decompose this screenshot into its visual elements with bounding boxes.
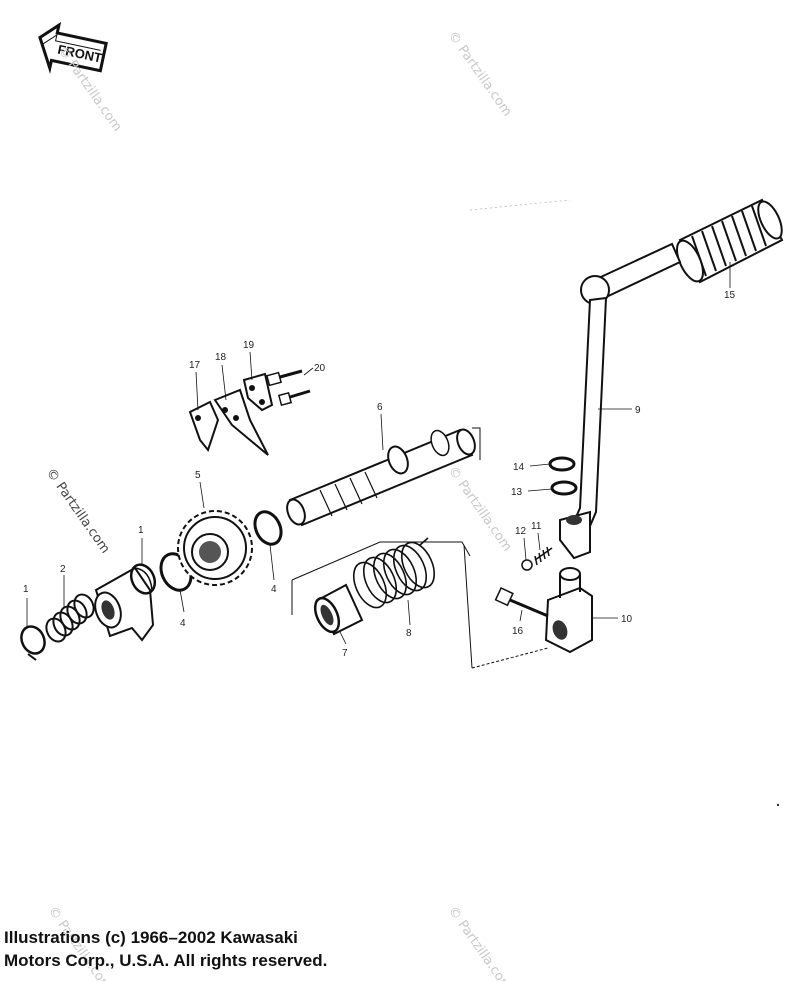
- washer-part: [550, 480, 578, 496]
- circlip-part: [129, 563, 157, 595]
- ratchet-part: [94, 566, 155, 642]
- callout-spring: 2: [60, 564, 66, 575]
- callout-kick-arm: 9: [635, 405, 641, 416]
- callout-kick-shaft: 6: [377, 402, 383, 413]
- kick-sleeve-part: [313, 583, 364, 636]
- kick-spring-part: [352, 537, 436, 609]
- kick-shaft-part: [286, 428, 476, 527]
- kick-arm-part: [559, 296, 608, 560]
- copyright-line-2: Motors Corp., U.S.A. All rights reserved…: [4, 951, 328, 970]
- bolt-part: [494, 587, 549, 618]
- watermark: © Partzilla.com: [43, 466, 113, 557]
- watermark: © Partzilla.com: [445, 29, 515, 120]
- front-arrow-badge: FRONT: [38, 21, 108, 75]
- callout-bolt: 20: [314, 363, 326, 374]
- callout-plate: 17: [189, 360, 201, 371]
- copyright-notice: Illustrations (c) 1966–2002 Kawasaki Mot…: [4, 926, 524, 972]
- detent-spring-part: [534, 546, 553, 566]
- clip-part: [548, 456, 576, 472]
- guide-plates-part: [188, 372, 274, 456]
- callout-bolt: 16: [512, 626, 524, 637]
- washer-part: [253, 510, 283, 546]
- callout-kick-spring: 8: [406, 628, 412, 639]
- bolts-part: [265, 369, 311, 407]
- callout-plate: 19: [243, 340, 255, 351]
- callout-kick-gear: 5: [195, 470, 201, 481]
- callout-kick-boss: 10: [621, 614, 633, 625]
- callout-spring: 11: [531, 521, 542, 532]
- callout-kick-sleeve: 7: [342, 648, 348, 659]
- spring-part: [45, 593, 95, 643]
- callout-washer: 4: [271, 584, 277, 595]
- kick-pedal-grip-part: [676, 198, 784, 284]
- callout-circlip: 1: [23, 584, 29, 595]
- callout-washer: 4: [180, 618, 186, 629]
- kick-boss-part: [544, 567, 593, 654]
- circlip-part: [20, 625, 46, 661]
- callout-ball: 12: [515, 526, 527, 537]
- kick-gear-part: [177, 510, 253, 586]
- callout-circlip: 1: [138, 525, 144, 536]
- kick-peg-part: [580, 242, 682, 305]
- copyright-line-1: Illustrations (c) 1966–2002 Kawasaki: [4, 928, 298, 947]
- detent-ball-part: [521, 559, 533, 571]
- callout-clip: 14: [513, 462, 525, 473]
- callout-grip: 15: [724, 290, 736, 301]
- watermark: © Partzilla.com: [445, 464, 515, 555]
- callout-plate: 18: [215, 352, 227, 363]
- callout-washer: 13: [511, 487, 523, 498]
